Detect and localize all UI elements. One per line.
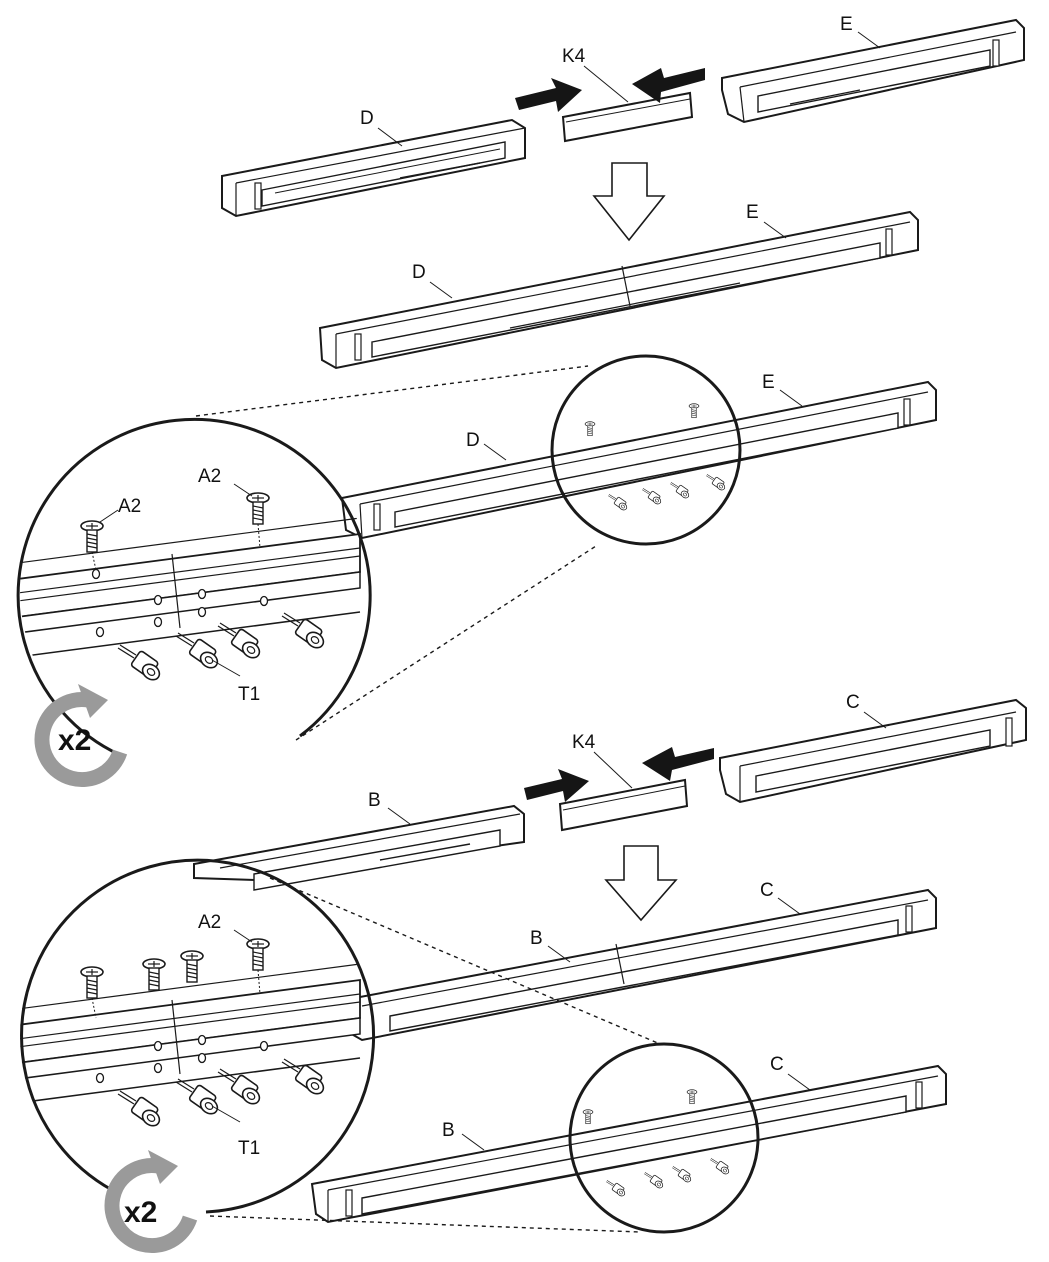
repeat-count: x2 — [124, 1196, 157, 1229]
screw-icon — [180, 950, 204, 983]
label-d: D — [412, 262, 426, 283]
down-arrow-icon — [592, 162, 666, 242]
standoff-icon — [117, 644, 164, 684]
zoom-connector — [209, 1215, 641, 1233]
leader-line — [429, 281, 453, 299]
screw-icon — [246, 938, 270, 971]
leader-line — [593, 751, 633, 789]
standoff-icon — [671, 1165, 693, 1184]
plate-k4-bottom — [558, 778, 689, 832]
standoff-icon — [607, 493, 629, 512]
label-d: D — [360, 108, 374, 129]
leader-line — [787, 1073, 811, 1091]
screw-guide — [257, 523, 261, 549]
label-e: E — [840, 14, 853, 35]
standoff-icon — [217, 1068, 264, 1108]
rail-b-top — [193, 804, 525, 891]
leader-line — [763, 221, 787, 239]
screw-icon — [582, 1109, 594, 1125]
screw-guide — [257, 969, 261, 995]
screw-icon — [688, 403, 700, 419]
screw-icon — [246, 492, 270, 525]
leader-line — [461, 1133, 485, 1151]
leader-line — [211, 1105, 241, 1123]
screw-icon — [80, 966, 104, 999]
rail-d-top — [221, 118, 526, 218]
leader-line — [583, 65, 629, 103]
label-b: B — [530, 928, 543, 949]
standoff-icon — [669, 481, 691, 500]
rail-de-with-screws — [340, 380, 937, 540]
repeat-icon — [34, 684, 128, 788]
standoff-icon — [605, 1179, 627, 1198]
push-arrow-icon — [632, 68, 705, 103]
leader-line — [857, 31, 881, 49]
standoff-icon — [175, 1078, 222, 1118]
zoom-connector — [295, 545, 597, 741]
standoff-icon — [217, 622, 264, 662]
label-a2: A2 — [198, 912, 221, 933]
leader-line — [211, 659, 241, 677]
leader-line — [777, 897, 801, 915]
leader-line — [483, 443, 507, 461]
leader-line — [387, 807, 411, 825]
leader-line — [779, 389, 803, 407]
standoff-icon — [641, 487, 663, 506]
label-a2: A2 — [118, 496, 141, 517]
plate-k4-top — [561, 91, 694, 143]
standoff-icon — [175, 632, 222, 672]
leader-line — [863, 711, 887, 729]
label-d: D — [466, 430, 480, 451]
push-arrow-icon — [515, 78, 582, 112]
zoom-detail-2 — [20, 858, 375, 1214]
label-k4: K4 — [572, 732, 596, 753]
label-c: C — [770, 1054, 784, 1075]
rail-c-top — [719, 698, 1027, 804]
push-arrow-icon — [642, 747, 714, 781]
standoff-icon — [117, 1090, 164, 1130]
label-a2: A2 — [198, 466, 221, 487]
repeat-icon — [104, 1150, 198, 1254]
screw-icon — [686, 1089, 698, 1105]
push-arrow-icon — [524, 769, 589, 802]
label-k4: K4 — [562, 46, 586, 67]
screw-guide — [91, 997, 97, 1019]
label-e: E — [762, 372, 775, 393]
screw-icon — [80, 520, 104, 553]
zoom-connector — [269, 877, 661, 1045]
standoff-icon — [709, 1157, 731, 1176]
rail-bc-with-screws — [310, 1064, 947, 1224]
label-b: B — [442, 1120, 455, 1141]
leader-line — [547, 945, 571, 963]
screw-icon — [584, 421, 596, 437]
standoff-icon — [705, 473, 727, 492]
rail-e-top — [721, 18, 1025, 124]
leader-line — [233, 483, 253, 497]
label-c: C — [760, 880, 774, 901]
leader-line — [377, 127, 403, 147]
label-b: B — [368, 790, 381, 811]
down-arrow-icon — [604, 845, 678, 922]
zoom-connector — [195, 365, 589, 417]
repeat-count: x2 — [58, 724, 91, 757]
zoom-detail-1 — [16, 417, 372, 757]
label-e: E — [746, 202, 759, 223]
leader-line — [99, 509, 119, 523]
rail-de-joined — [318, 210, 919, 370]
label-t1: T1 — [238, 1138, 260, 1159]
magnifier-circle — [550, 354, 742, 546]
screw-icon — [142, 958, 166, 991]
leader-line — [233, 929, 253, 943]
magnifier-circle — [568, 1042, 760, 1234]
label-t1: T1 — [238, 684, 260, 705]
screw-guide — [91, 551, 97, 571]
standoff-icon — [643, 1171, 665, 1190]
label-c: C — [846, 692, 860, 713]
